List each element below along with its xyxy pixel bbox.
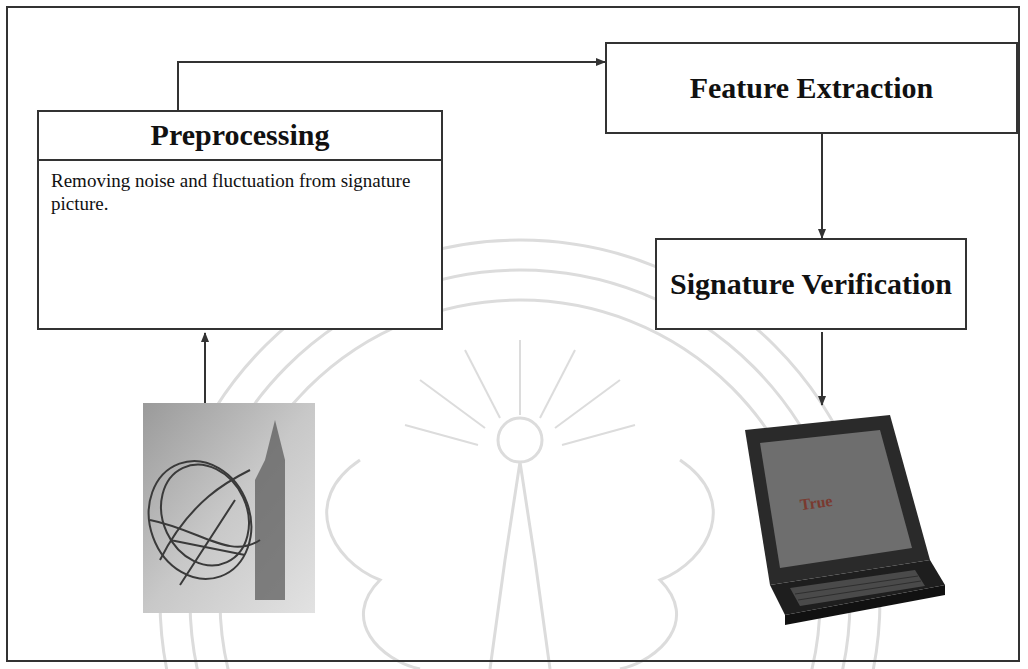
process-box: Signature Verification <box>655 238 967 330</box>
laptop-icon <box>745 415 945 625</box>
box-heading: Feature Extraction <box>690 71 934 106</box>
signature-image <box>132 403 315 613</box>
flow-arrow <box>821 134 823 238</box>
process-box: PreprocessingRemoving noise and fluctuat… <box>37 110 443 330</box>
box-heading: Preprocessing <box>39 112 441 161</box>
process-box: Feature Extraction <box>605 42 1018 134</box>
box-description: Removing noise and fluctuation from sign… <box>39 161 441 225</box>
input-arrow <box>204 333 206 403</box>
output-arrow <box>821 332 823 405</box>
flow-arrow <box>178 62 605 110</box>
box-heading: Signature Verification <box>670 267 952 302</box>
